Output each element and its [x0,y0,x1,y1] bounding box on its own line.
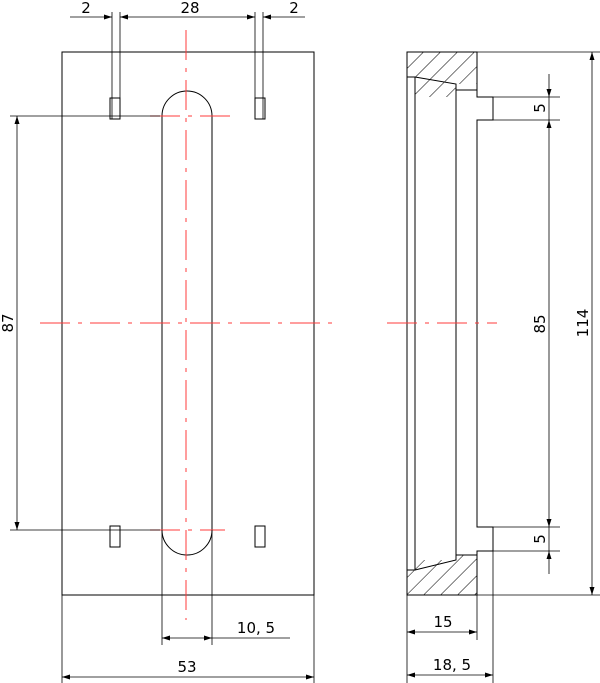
dim-arrow [546,89,552,97]
dim-arrow [589,587,595,595]
dim-slot-gap-left: 2 [81,0,91,17]
dim-overall-height: 114 [574,309,592,338]
dim-slot-spacing: 28 [180,0,199,17]
dim-depth-outer: 18, 5 [433,656,471,674]
dim-inner-height: 85 [531,314,549,333]
dim-arrow [204,635,212,641]
dim-arrow [14,522,20,530]
dim-tab-top: 5 [531,103,549,113]
dim-arrow [546,519,552,527]
bottom-section-hatch [407,555,477,595]
dim-overall-width: 53 [177,658,196,676]
dim-arrow [247,14,255,20]
dim-arrow [120,14,128,20]
small-hole-bottom-right [254,525,266,548]
dim-arrow [104,14,112,20]
dim-slot-gap-right: 2 [289,0,299,17]
side-top-chamfer [414,76,477,91]
dim-arrow [162,635,170,641]
dim-arrow [469,629,477,635]
dim-vertical-span: 87 [0,313,17,332]
top-section-hatch [407,52,477,97]
dim-arrow [14,116,20,124]
side-view: 5 85 5 114 15 18, 5 [387,51,600,683]
small-hole-top-right [254,97,266,120]
dim-depth-inner: 15 [433,613,452,631]
dim-arrow [263,14,271,20]
dim-arrow [485,672,493,678]
dim-arrow [407,672,415,678]
dim-slot-width: 10, 5 [237,619,275,637]
dim-arrow [546,120,552,128]
dim-arrow [589,52,595,60]
dim-arrow [407,629,415,635]
dim-arrow [62,674,70,680]
side-bottom-chamfer [414,554,477,571]
small-hole-bottom-left [109,525,121,548]
dim-arrow [306,674,314,680]
dim-arrow [546,551,552,559]
dim-tab-bottom: 5 [531,534,549,544]
front-view: 2 28 2 87 10, 5 53 [0,0,336,683]
